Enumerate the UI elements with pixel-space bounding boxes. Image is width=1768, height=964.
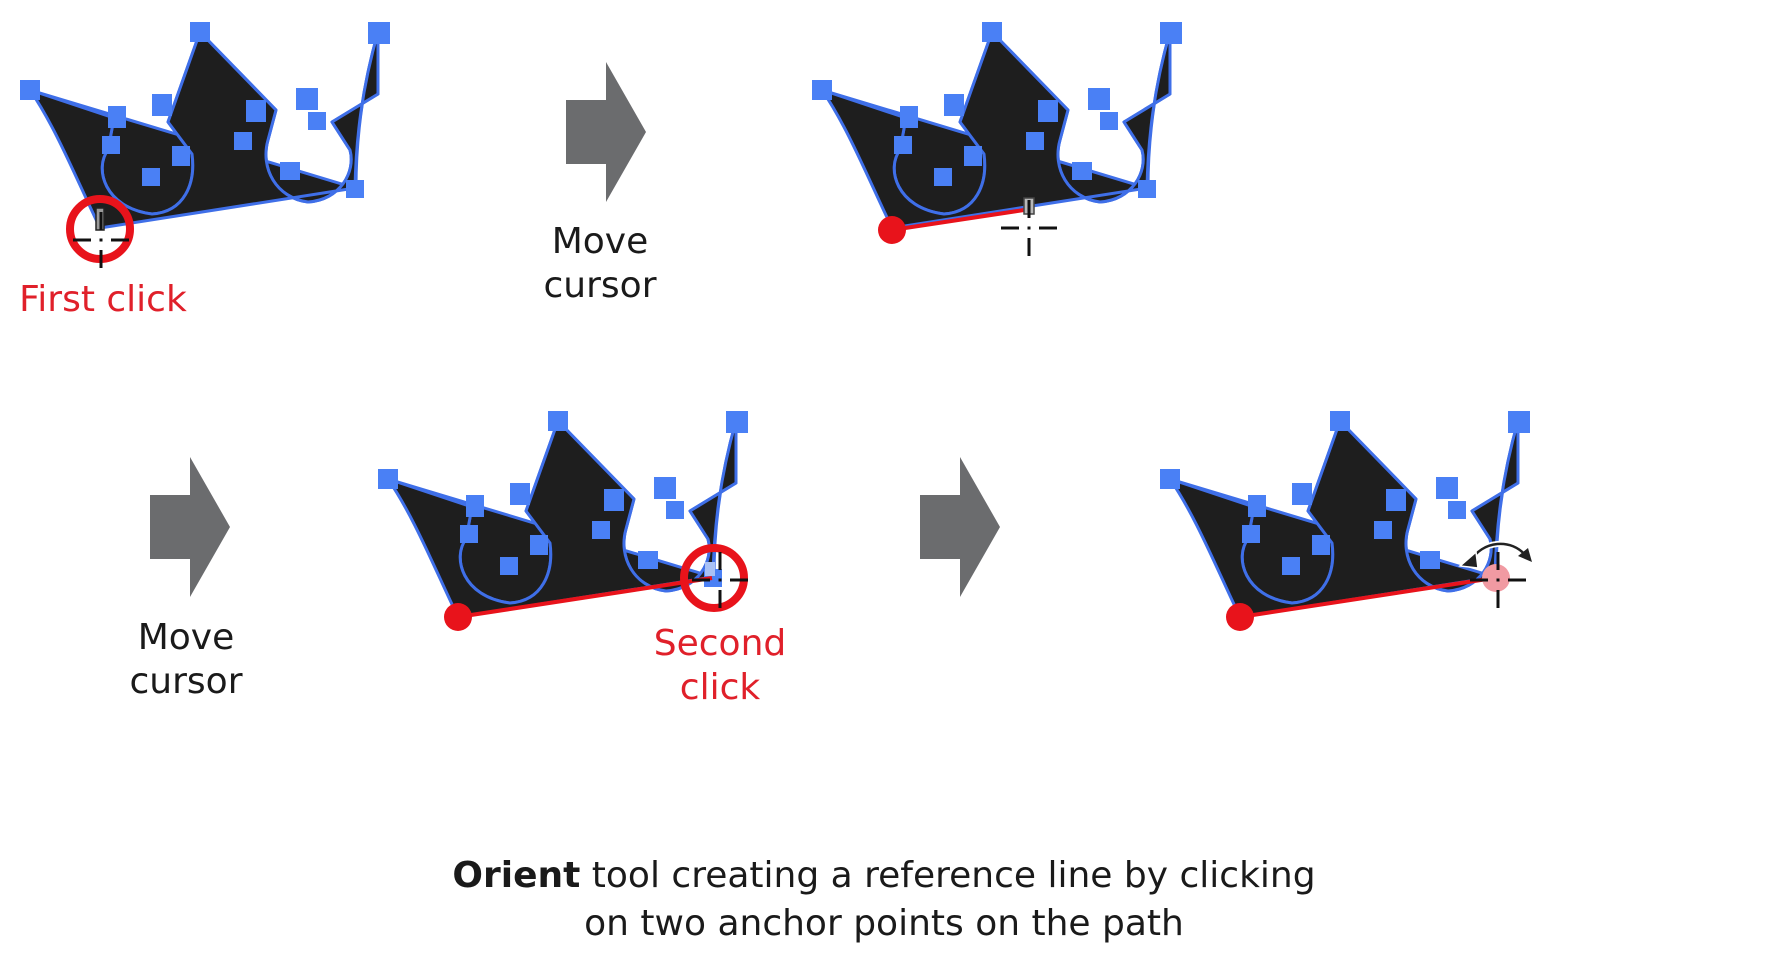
second-click-marker <box>444 544 750 631</box>
reference-line <box>1239 576 1495 619</box>
crosshair-cursor-icon <box>1468 550 1528 610</box>
second-click-label-line2: click <box>679 667 761 708</box>
crown-step-6 <box>1160 411 1530 619</box>
second-anchor-dot-icon <box>1482 564 1510 592</box>
move-cursor-label-2-line1: Move <box>137 617 235 658</box>
arrow-right-icon <box>150 457 230 597</box>
move-cursor-label-2-line2: cursor <box>129 661 243 702</box>
caption-line-1-rest: tool creating a reference line by clicki… <box>580 855 1316 896</box>
move-arrow-3 <box>920 457 1000 597</box>
move-arrow-2 <box>150 457 230 597</box>
click-ring-icon <box>680 544 748 612</box>
reference-line-step-3 <box>878 197 1059 258</box>
arrow-right-icon <box>920 457 1000 597</box>
crown-step-1 <box>20 22 390 230</box>
first-anchor-dot-icon <box>878 216 906 244</box>
move-cursor-label-1-line2: cursor <box>543 265 657 306</box>
move-arrow-1 <box>566 62 646 202</box>
caption-tool-name: Orient <box>452 855 581 896</box>
second-click-label-line1: Second <box>653 623 787 664</box>
rotate-cursor-marker <box>1226 540 1532 631</box>
rotate-arrows-icon <box>1458 540 1532 569</box>
arrow-right-icon <box>566 62 646 202</box>
first-anchor-dot-icon <box>444 603 472 631</box>
anchor-highlight-icon <box>705 562 715 576</box>
first-click-marker <box>66 195 134 270</box>
crown-step-3 <box>812 22 1182 230</box>
first-anchor-dot-icon <box>1226 603 1254 631</box>
crown-step-5 <box>378 411 748 619</box>
reference-line <box>891 208 1025 232</box>
caption-line-1: Orient tool creating a reference line by… <box>0 852 1768 900</box>
reference-line <box>457 576 713 619</box>
caption-line-2: on two anchor points on the path <box>584 903 1184 944</box>
figure-caption: Orient tool creating a reference line by… <box>0 852 1768 948</box>
move-cursor-label-1-line1: Move <box>551 221 649 262</box>
first-click-label: First click <box>19 279 187 320</box>
